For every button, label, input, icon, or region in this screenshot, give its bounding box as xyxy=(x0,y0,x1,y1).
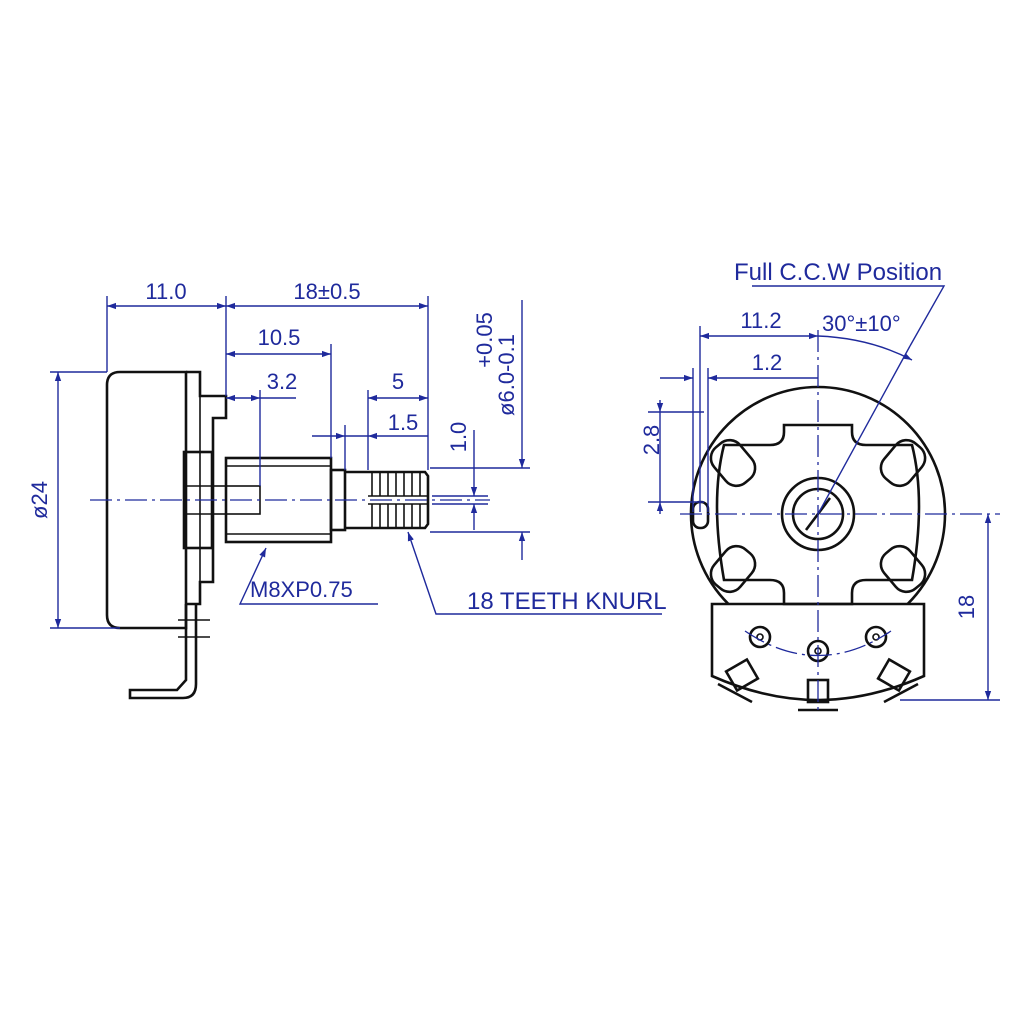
position-leader xyxy=(752,285,946,347)
front-view: Full C.C.W Position 11.2 30°±10° 1.2 2.8… xyxy=(639,259,1000,712)
terminal-left xyxy=(717,625,772,704)
dim-terminal-height: 18 xyxy=(954,595,979,619)
slot-bottom-left xyxy=(709,544,757,594)
dim-ccw-angle: 30°±10° xyxy=(822,311,901,336)
terminal-right xyxy=(864,625,919,704)
mounting-frame xyxy=(186,370,228,606)
thread-leader xyxy=(238,547,378,605)
knurl-note: 18 TEETH KNURL xyxy=(467,588,667,615)
dim-shaft-offset: 11.2 xyxy=(740,308,781,333)
terminal-leg xyxy=(128,604,198,700)
dim-step: 1.5 xyxy=(388,410,419,435)
dim-shaft-diameter: ø6.0-0.1 xyxy=(494,334,519,416)
side-view: 11.0 18±0.5 10.5 3.2 5 1.5 ø24 +0.05 ø6.… xyxy=(27,279,667,700)
slot-top-right xyxy=(879,438,927,488)
slot-bottom-right xyxy=(879,544,927,594)
dim-flat: 3.2 xyxy=(267,369,298,394)
dim-shaft-tolerance-upper: +0.05 xyxy=(472,312,497,368)
dim-slot-width: 1.0 xyxy=(446,422,471,453)
slot-top-left xyxy=(709,438,757,488)
dim-body-diameter: ø24 xyxy=(27,481,52,519)
dim-pin-offset: 1.2 xyxy=(752,350,783,375)
knurl-leader xyxy=(407,531,662,615)
ccw-position-line xyxy=(817,345,911,515)
dim-overall-length: 18±0.5 xyxy=(293,279,360,304)
knurl-teeth xyxy=(368,472,428,528)
dim-bushing-length: 10.5 xyxy=(258,325,301,350)
dim-body-depth: 11.0 xyxy=(145,279,186,304)
thread-note: M8XP0.75 xyxy=(250,577,353,602)
dim-knurl-length: 5 xyxy=(392,369,404,394)
dim-pin-height: 2.8 xyxy=(639,425,664,456)
position-note: Full C.C.W Position xyxy=(734,259,942,286)
mounting-bracket xyxy=(715,423,921,606)
